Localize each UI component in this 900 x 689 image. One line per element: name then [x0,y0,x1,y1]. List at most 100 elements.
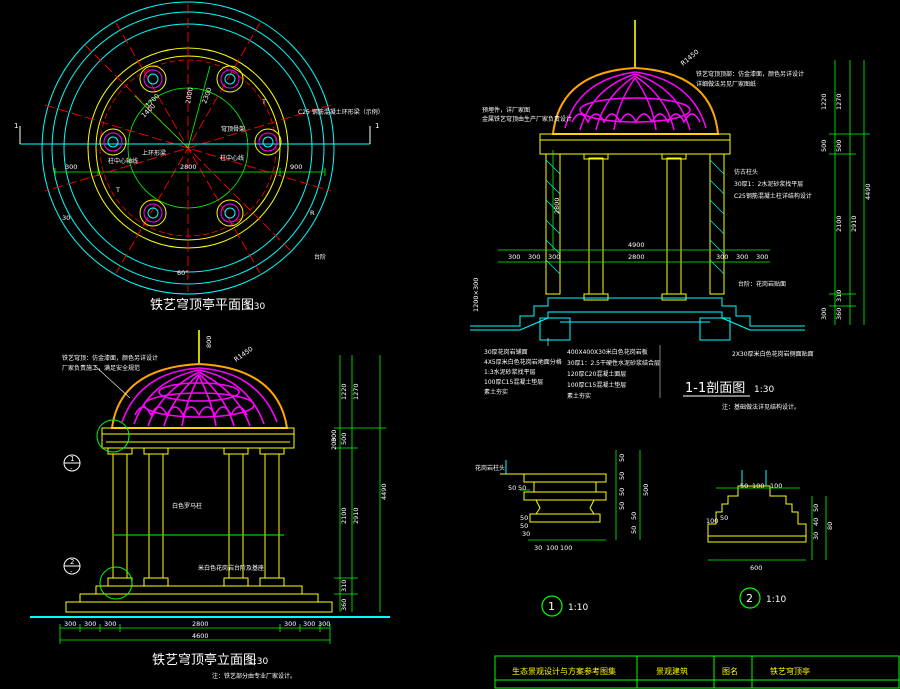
section-foundation [470,297,805,341]
detail-1-dim: 500 [642,484,650,496]
section-dim: 300 [756,253,768,261]
detail-1-scale: 1:10 [568,603,588,613]
title-block: 生态景观设计与方案参考图集 景观建筑 图名 铁艺穹顶亭 [494,655,900,689]
section-note: 30厚1：2.5干硬性水泥砂浆结合层 [567,359,660,367]
plan-column [139,65,167,93]
section-view: R1450 1270 500 2100 310 360 1220 500 291… [470,20,872,411]
detail-1-dim: 50 [630,512,638,520]
section-dome-ironwork [564,71,707,131]
detail-1-dim: 100 [546,544,558,552]
elevation-dim: 310 [340,580,348,592]
section-dim: 4490 [864,183,872,200]
elevation-entablature [101,427,295,449]
section-note: 仿古柱头 [734,168,758,176]
detail-2-dim: 100 [752,482,764,490]
plan-dim: 300 [65,163,77,171]
plan-outer-ring [41,1,335,295]
elevation-callout-circle [96,419,130,453]
section-note: 100厚C15混凝土垫层 [567,381,626,389]
detail-2-dim: 40 [812,518,820,526]
section-note: 30厚1：2水泥砂浆找平层 [734,180,803,188]
plan-section-mark-right: 1 [375,122,379,130]
elevation-scale: 1:30 [248,657,268,667]
elevation-callout-circle [99,566,133,600]
title-block-discipline: 景观建筑 [656,666,688,676]
plan-title: 铁艺穹顶亭平面图 [150,297,254,313]
section-note: 金属铁艺穹顶由生产厂家负责设计 [482,115,572,123]
elevation-callout-sheet: - [70,568,73,576]
elevation-dim: 800 [205,336,213,348]
section-dim: 2800 [628,253,645,261]
detail-1-dim: 30 [522,530,530,538]
plan-column [139,199,167,227]
elevation-dim: 300 [104,620,116,628]
elevation-dim: 300 [64,620,76,628]
plan-dim: 2000 [184,87,195,105]
detail-1-dim: 50 [520,514,528,522]
section-dim: 2800 [553,197,561,214]
elevation-note: 白色罗马柱 [172,502,202,510]
section-columns [545,153,725,301]
detail-2-dim: 100 [770,482,782,490]
detail-1-note: 花岗岩柱头 [475,464,505,472]
elevation-note: 米白色花岗岩台阶及基座 [198,564,264,572]
section-note: 台阶：花岗岩贴面 [738,280,786,288]
detail-1-profile [500,473,607,523]
elevation-callout-label: 2 [70,558,74,566]
section-title: 1-1剖面图 [685,381,745,396]
plan-note: 柱中心轴线 [108,157,138,165]
elevation-subnote: 注：铁艺部分由专业厂家设计。 [212,672,296,680]
detail-2-dim: 50 [740,482,748,490]
detail-1-label-circle [541,595,563,617]
detail-1-dim: 50 [520,522,528,530]
section-note: 铁艺穹顶顶部：仿金漆面，颜色另详设计 [696,70,804,78]
elevation-dome-ironwork [121,367,278,427]
section-dim: R1450 [679,48,700,68]
detail-1-dim: 50 [518,484,526,492]
plan-note: 柱中心线 [220,154,244,162]
section-note: 120厚C20混凝土面层 [567,370,626,378]
plan-dim: T [115,186,120,194]
plan-column [99,128,127,156]
detail-2-dim: 100 [706,517,718,525]
detail-2-dim: 50 [812,504,820,512]
plan-dim: R [310,209,315,217]
elevation-dim: 300 [330,430,338,442]
section-dim: 4900 [628,241,645,249]
section-dim: 300 [528,253,540,261]
detail-1-dim: 30 [534,544,542,552]
detail-2: 50 100 100 50 100 50 40 30 80 600 2 1:10 [706,470,834,609]
title-block-drawing-label: 图名 [722,666,738,676]
detail-1-dim: 50 [618,488,626,496]
elevation-dim: 4490 [380,483,388,500]
elevation-note: 厂家负责施工，满足安全规范 [62,364,140,372]
section-entablature [539,133,731,155]
plan-scale: 1:30 [245,302,265,312]
elevation-callout-sheet: - [70,465,73,473]
detail-2-dim: 50 [720,514,728,522]
detail-1-label: 1 [548,600,555,613]
plan-dim: 60° [177,269,189,277]
plan-note: 穹顶骨架 [221,125,245,133]
section-dim: 2100 [835,215,843,232]
elevation-dim: 300 [303,620,315,628]
elevation-dim: 4600 [192,632,209,640]
section-dim: 300 [716,253,728,261]
plan-column [216,199,244,227]
detail-2-dim: 80 [826,522,834,530]
section-dim: 1220 [820,93,828,110]
plan-note: 台阶 [314,253,326,261]
section-note: 1:3水泥砂浆找平层 [484,368,536,376]
elevation-dim: 300 [318,620,330,628]
detail-1-dim: 50 [618,454,626,462]
elevation-steps [65,585,333,613]
section-note: 4X5厚米白色花岗岩地面分格 [484,358,562,366]
section-dim: 360 [835,308,843,320]
elevation-dim: 2800 [192,620,209,628]
elevation-title: 铁艺穹顶亭立面图 [152,652,256,668]
plan-section-mark-left: 1 [14,122,18,130]
section-dim: 300 [508,253,520,261]
section-dim: 500 [820,140,828,152]
section-subnote: 注：基础做法详见结构设计。 [722,403,800,411]
